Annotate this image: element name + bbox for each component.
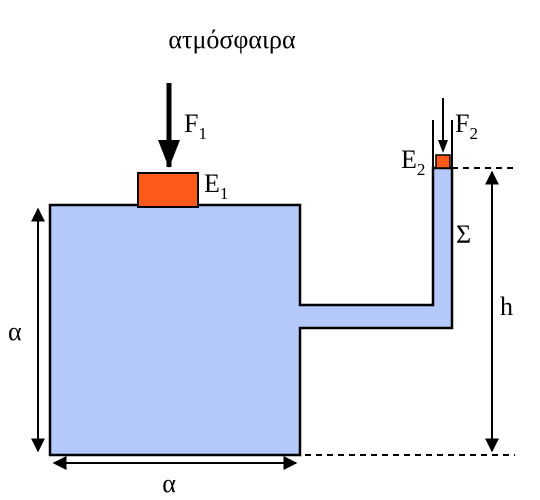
force-f1-letter: F: [184, 109, 198, 138]
surface-e2-subscript: 2: [417, 160, 426, 179]
atmosphere-label: ατμόσφαιρα: [168, 25, 296, 54]
force-arrowhead-f2: [438, 140, 448, 153]
force-f2-subscript: 2: [469, 124, 478, 143]
force-f2-letter: F: [455, 109, 469, 138]
force-f2-label: F2: [455, 109, 478, 143]
tube-label: Σ: [456, 220, 471, 249]
surface-e1-subscript: 1: [220, 184, 229, 203]
piston-e1: [137, 172, 199, 208]
surface-e2-label: E2: [401, 145, 425, 179]
height-label: h: [500, 292, 513, 321]
force-f1-label: F1: [184, 109, 207, 143]
surface-e1-letter: E: [204, 169, 220, 198]
force-arrowhead-f1: [158, 140, 180, 168]
side-vertical-label: α: [8, 317, 22, 346]
fluid-vessel: [48, 166, 454, 457]
piston-e2: [435, 154, 451, 169]
surface-e1-label: E1: [204, 169, 228, 203]
surface-e2-letter: E: [401, 145, 417, 174]
side-horizontal-label: α: [162, 469, 176, 498]
force-f1-subscript: 1: [198, 124, 207, 143]
